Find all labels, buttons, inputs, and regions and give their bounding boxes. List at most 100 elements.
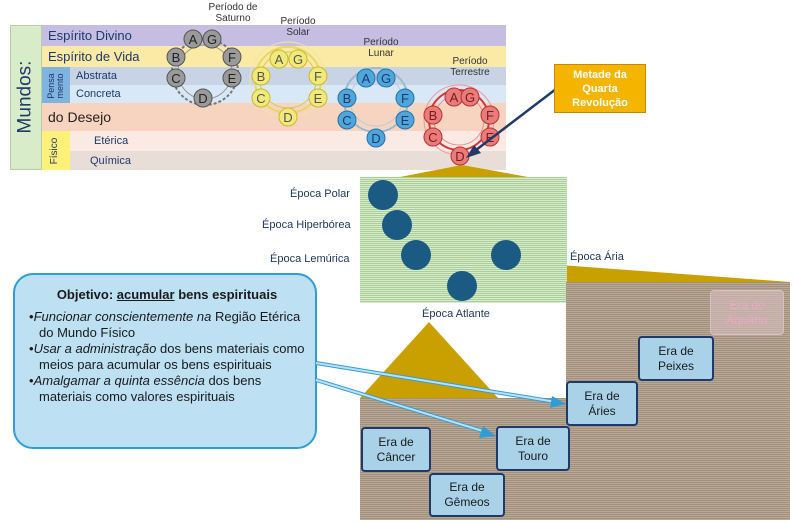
earth-globe-g-letter: G <box>465 90 475 105</box>
earth-globe-b <box>423 105 443 125</box>
band-divine-spirit-label: Espírito Divino <box>48 28 132 43</box>
objective-item-1-em: Funcionar conscientemente na <box>33 309 212 324</box>
band-chemical: Química <box>70 151 506 170</box>
objective-item-2: •Usar a administração dos bens materiais… <box>29 341 305 373</box>
objective-item-2-em: Usar a administração <box>33 341 157 356</box>
moon-globe-a <box>356 68 376 88</box>
objective-item-1-rest: Região Etérica do Mundo Físico <box>39 309 301 340</box>
sun-globe-g-letter: G <box>293 52 303 67</box>
revolution-callout-text: Metade da Quarta Revolução <box>572 69 628 109</box>
era-aries-line2: Áries <box>588 403 616 418</box>
moon-globe-f <box>395 88 415 108</box>
band-life-spirit-label: Espírito de Vida <box>48 49 140 64</box>
epoch-lemurian-dot <box>401 240 431 270</box>
earth-globe-g <box>460 87 480 107</box>
saturn-globe-d <box>193 88 213 108</box>
era-aquarius: Era de Aquário <box>710 290 784 335</box>
objective-item-3-rest: dos bens materiais como valores espiritu… <box>39 373 262 404</box>
saturn-globe-a <box>183 29 203 49</box>
band-desire-label: do Desejo <box>48 109 112 125</box>
era-gemini: Era de Gêmeos <box>429 473 505 517</box>
saturn-globe-g-letter: G <box>207 32 217 47</box>
sun-globe-c <box>251 88 271 108</box>
earth-globe-f-letter: F <box>486 108 494 123</box>
objective-item-3-bullet: • <box>29 373 34 388</box>
objective-item-1: •Funcionar conscientemente na Região Eté… <box>29 309 305 341</box>
epoch-aryan-label: Época Ária <box>570 251 624 263</box>
moon-globe-c <box>337 110 357 130</box>
band-concrete-label: Concreta <box>76 88 121 100</box>
period-sun-text: Período Solar <box>280 16 316 38</box>
objective-title-key: acumular <box>116 287 175 302</box>
saturn-globe-e <box>222 68 242 88</box>
revolution-callout: Metade da Quarta Revolução <box>554 64 646 113</box>
epoch-hyperborean-dot <box>382 210 412 240</box>
era-cancer-line2: Câncer <box>376 449 416 464</box>
arrow-to-taurus <box>315 378 496 438</box>
period-saturn-text: Período de Saturno <box>208 2 258 24</box>
epoch-zoom-triangle <box>400 165 528 177</box>
objective-item-3-em: Amalgamar a quinta essência <box>33 373 205 388</box>
epoch-lemurian-label: Época Lemúrica <box>270 253 350 265</box>
era-taurus-line1: Era de <box>515 433 551 448</box>
moon-globe-e <box>395 110 415 130</box>
period-saturn-label: Período de Saturno <box>196 2 270 24</box>
sun-globe-f <box>308 66 328 86</box>
era-pisces-line2: Peixes <box>657 358 695 373</box>
band-chemical-label: Química <box>90 154 131 167</box>
era-cancer: Era de Câncer <box>361 427 431 472</box>
revolution-pointer-arrow <box>475 88 557 151</box>
worlds-title-box <box>10 25 42 170</box>
era-taurus-line2: Touro <box>517 448 549 463</box>
era-pisces: Era de Peixes <box>638 336 714 381</box>
sun-globe-d-letter: D <box>283 110 292 125</box>
earth-globe-c-letter: C <box>428 130 437 145</box>
earth-globe-c <box>423 127 443 147</box>
moon-globe-f-letter: F <box>401 91 409 106</box>
sun-globe-b <box>251 66 271 86</box>
saturn-globe-c-letter: C <box>171 71 180 86</box>
sun-globe-e-letter: E <box>314 91 323 106</box>
objective-title-prefix: Objetivo: <box>56 287 117 302</box>
era-zoom-triangle <box>360 322 498 398</box>
sun-globe-b-letter: B <box>257 69 266 84</box>
epoch-polar-label: Época Polar <box>290 188 350 200</box>
period-earth-label: Período Terrestre <box>438 56 502 78</box>
sun-globe-g <box>288 49 308 69</box>
epoch-atlantean-label: Época Atlante <box>422 308 490 320</box>
era-aquarius-line2: Aquário <box>726 312 768 327</box>
earth-globe-a-letter: A <box>450 90 459 105</box>
objective-item-3: •Amalgamar a quinta essência dos bens ma… <box>29 373 305 405</box>
objective-item-2-bullet: • <box>29 341 34 356</box>
objective-title: Objetivo: acumular bens espirituais <box>29 287 305 303</box>
revolution-pointer-arrowhead <box>466 145 481 158</box>
earth-globe-d-letter: D <box>455 149 464 164</box>
physical-group-box <box>42 131 70 170</box>
period-sun-label: Período Solar <box>270 16 326 38</box>
band-abstract-label: Abstrata <box>76 70 117 82</box>
saturn-globe-a-letter: A <box>189 32 198 47</box>
sun-globe-d <box>278 107 298 127</box>
earth-globe-b-letter: B <box>429 108 438 123</box>
moon-globe-g-letter: G <box>381 71 391 86</box>
moon-globe-e-letter: E <box>401 113 410 128</box>
sun-globe-c-letter: C <box>256 91 265 106</box>
moon-globe-c-letter: C <box>342 113 351 128</box>
moon-globe-g <box>376 68 396 88</box>
saturn-globe-e-letter: E <box>228 71 237 86</box>
thought-group-box <box>42 67 70 103</box>
objective-item-1-bullet: • <box>29 309 34 324</box>
era-taurus: Era de Touro <box>496 426 570 471</box>
sun-globe-e <box>308 88 328 108</box>
saturn-globe-g <box>202 29 222 49</box>
band-divine-spirit: Espírito Divino <box>42 25 506 46</box>
band-etheric: Etérica <box>70 131 506 151</box>
era-aquarius-line1: Era de <box>729 297 765 312</box>
era-cancer-line1: Era de <box>378 434 414 449</box>
aryan-zoom-triangle <box>520 262 790 282</box>
period-moon-text: Período Lunar <box>363 37 399 59</box>
period-moon-label: Período Lunar <box>358 37 404 59</box>
earth-globe-f <box>480 105 500 125</box>
moon-globe-b <box>337 88 357 108</box>
